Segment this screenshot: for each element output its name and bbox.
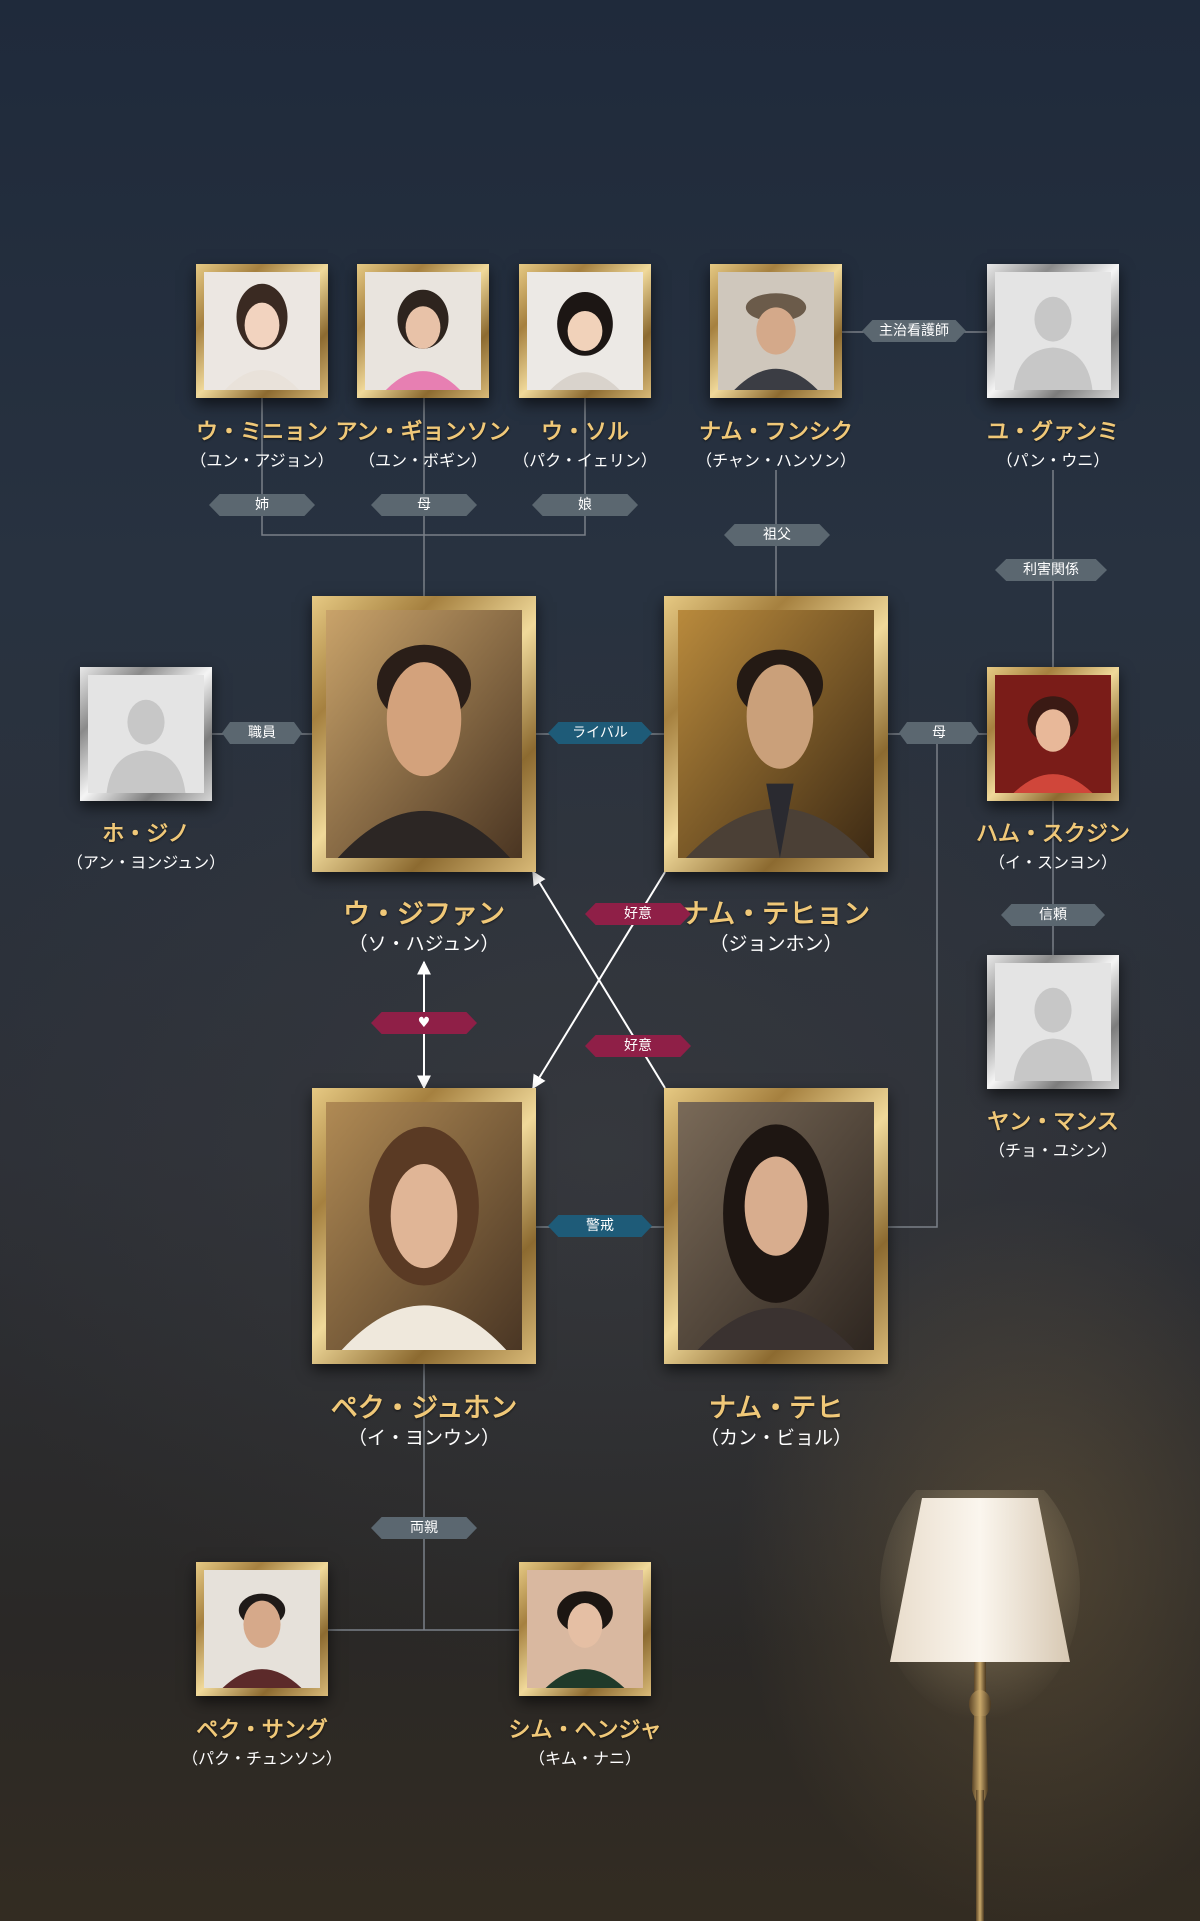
name-nam-tehyon: ナム・テヒョン	[681, 899, 871, 930]
ham-sukjin-photo	[995, 675, 1111, 793]
portrait-nam-tehi[interactable]	[664, 1088, 888, 1364]
name-ham-sukjin: ハム・スクジン	[975, 822, 1130, 847]
nam-tehyon-photo	[678, 610, 874, 858]
actor-ho-jino: （アン・ヨンジュン）	[66, 853, 226, 872]
name-yan-mansu: ヤン・マンス	[987, 1110, 1119, 1135]
silhouette-icon	[995, 963, 1111, 1081]
actor-yan-mansu: （チョ・ユシン）	[988, 1141, 1117, 1160]
name-ho-jino: ホ・ジノ	[102, 822, 190, 847]
actor-shim-henja: （キム・ナニ）	[528, 1749, 641, 1768]
name-shim-henja: シム・ヘンジャ	[508, 1718, 662, 1743]
portrait-pek-sangu[interactable]	[196, 1562, 328, 1696]
actor-nam-tehi: （カン・ビョル）	[699, 1427, 852, 1449]
silhouette-icon	[995, 272, 1111, 390]
relation-nurse: 主治看護師	[862, 320, 966, 342]
relation-employee: 職員	[222, 722, 302, 744]
relation-rival: ライバル	[548, 722, 652, 744]
name-woo-sol: ウ・ソル	[540, 420, 629, 445]
ahn-gyeonson-photo	[365, 272, 481, 390]
actor-ahn-gyeonson: （ユン・ボギン）	[358, 451, 487, 470]
portrait-nam-tehyon[interactable]	[664, 596, 888, 872]
relation-daughter: 娘	[532, 494, 638, 516]
name-pek-sangu: ペク・サング	[196, 1718, 328, 1743]
actor-ham-sukjin: （イ・スンヨン）	[988, 853, 1117, 872]
pek-juhon-photo	[326, 1102, 522, 1350]
woo-jifan-photo	[326, 610, 522, 858]
name-yu-gwanmi: ユ・グァンミ	[986, 420, 1119, 445]
portrait-nam-funsik[interactable]	[710, 264, 842, 398]
silhouette-icon	[88, 675, 204, 793]
name-woo-minyon: ウ・ミニョン	[195, 420, 328, 445]
relation-interest: 利害関係	[995, 559, 1107, 581]
portrait-ahn-gyeonson[interactable]	[357, 264, 489, 398]
name-nam-funsik: ナム・フンシク	[699, 420, 853, 445]
name-ahn-gyeonson: アン・ギョンソン	[335, 420, 511, 445]
actor-woo-minyon: （ユン・アジョン）	[190, 451, 334, 470]
portrait-shim-henja[interactable]	[519, 1562, 651, 1696]
woo-minyon-photo	[204, 272, 320, 390]
portrait-yu-gwanmi[interactable]	[987, 264, 1119, 398]
name-woo-jifan: ウ・ジファン	[343, 899, 505, 930]
name-pek-juhon: ペク・ジュホン	[330, 1393, 518, 1424]
relation-parents: 両親	[371, 1517, 477, 1539]
relation-mother-top: 母	[371, 494, 477, 516]
woo-sol-photo	[527, 272, 643, 390]
actor-nam-tehyon: （ジョンホン）	[709, 933, 843, 955]
portrait-ham-sukjin[interactable]	[987, 667, 1119, 801]
portrait-woo-jifan[interactable]	[312, 596, 536, 872]
actor-woo-jifan: （ソ・ハジュン）	[348, 933, 500, 955]
relation-grandfather: 祖父	[724, 524, 830, 546]
actor-pek-sangu: （パク・チュンソン）	[182, 1749, 342, 1768]
lamp-icon	[880, 1490, 1080, 1921]
name-nam-tehi: ナム・テヒ	[708, 1393, 844, 1424]
portrait-woo-minyon[interactable]	[196, 264, 328, 398]
shim-henja-photo	[527, 1570, 643, 1688]
relation-sister: 姉	[209, 494, 315, 516]
actor-nam-funsik: （チャン・ハンソン）	[696, 451, 856, 470]
nam-tehi-photo	[678, 1102, 874, 1350]
actor-woo-sol: （パク・イェリン）	[513, 451, 657, 470]
nam-funsik-photo	[718, 272, 834, 390]
actor-pek-juhon: （イ・ヨンウン）	[347, 1427, 500, 1449]
portrait-ho-jino[interactable]	[80, 667, 212, 801]
relation-favor-bottom: 好意	[585, 1035, 691, 1057]
relation-trust: 信頼	[1001, 904, 1105, 926]
portrait-woo-sol[interactable]	[519, 264, 651, 398]
pek-sangu-photo	[204, 1570, 320, 1688]
relation-mother-right: 母	[899, 722, 979, 744]
relation-love: ♥	[371, 1012, 477, 1034]
portrait-pek-juhon[interactable]	[312, 1088, 536, 1364]
actor-yu-gwanmi: （パン・ウニ）	[996, 451, 1110, 470]
portrait-yan-mansu[interactable]	[987, 955, 1119, 1089]
relation-caution: 警戒	[548, 1215, 652, 1237]
relation-favor-top: 好意	[585, 903, 691, 925]
